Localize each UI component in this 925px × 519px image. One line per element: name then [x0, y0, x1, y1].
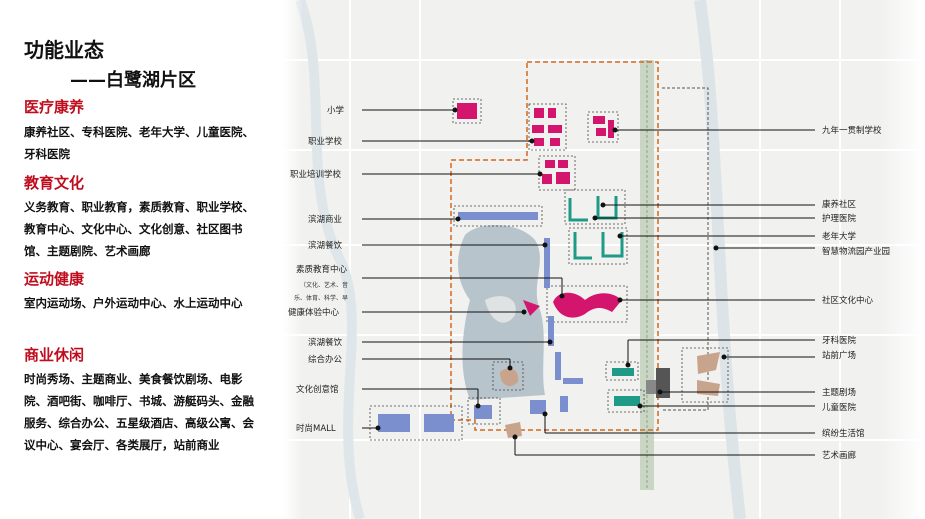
- section-body-healthcare: 康养社区、专科医院、老年大学、儿童医院、牙科医院: [24, 125, 254, 161]
- healthcare-outlines: [564, 189, 645, 413]
- section-heading-sports: 运动健康: [24, 270, 85, 288]
- map-label-nine-year-school: 九年一贯制学校: [822, 125, 882, 136]
- river-channel: [295, 0, 365, 519]
- east-river-channel: [694, 0, 746, 519]
- section-body-sports: 室内运动场、户外运动中心、水上运动中心: [24, 296, 243, 310]
- map-label-lakeside-commerce: 滨湖商业: [308, 214, 342, 225]
- map-label-art-gallery: 艺术画廊: [822, 450, 857, 461]
- section-heading-healthcare: 医疗康养: [24, 98, 85, 116]
- map-label-lakeside-dining-2: 滨湖餐饮: [308, 337, 343, 348]
- map-label-nursing-hospital: 护理医院: [822, 213, 857, 224]
- map-label-office: 综合办公: [308, 354, 343, 365]
- leader-lines-left: [362, 107, 565, 431]
- commerce-buildings: [378, 212, 583, 432]
- map-label-fashion-mall: 时尚MALL: [296, 423, 336, 434]
- section-heading-education: 教育文化: [24, 174, 85, 192]
- map-fade-right: [880, 0, 925, 519]
- map-label-vocational-school: 职业学校: [308, 136, 343, 147]
- map-label-vocational-training: 职业培训学校: [290, 169, 342, 180]
- map-label-elderly-community: 康养社区: [822, 199, 857, 210]
- leader-lines-right: [512, 127, 815, 456]
- section-body-education: 义务教育、职业教育，素质教育、职业学校、教育中心、文化中心、文化创意、社区图书馆…: [24, 200, 254, 258]
- education-outlines: [452, 98, 628, 323]
- map-label-logistics-park: 智慧物流园产业园: [822, 246, 890, 257]
- map-label-lifestyle-hall: 缤纷生活馆: [822, 428, 865, 439]
- map-label-lakeside-dining-1: 滨湖餐饮: [308, 240, 343, 251]
- map-label-primary-school: 小学: [327, 105, 345, 116]
- section-body-commerce: 时尚秀场、主题商业、美食餐饮剧场、电影院、酒吧街、咖啡厅、书城、游艇码头、金融服…: [24, 372, 254, 452]
- map-label-quality-education: 素质教育中心: [296, 264, 348, 275]
- culture-outlines: [492, 347, 729, 403]
- lake-island: [485, 296, 516, 323]
- map-fade-left: [283, 0, 303, 519]
- section-heading-commerce: 商业休闲: [24, 346, 85, 364]
- commerce-outlines: [369, 205, 543, 441]
- map-label-quality-education-note-2: 乐、体育、科学、早: [294, 294, 348, 302]
- healthcare-buildings: [568, 196, 624, 260]
- planning-boundary: [450, 61, 659, 431]
- map-label-health-experience: 健康体验中心: [288, 307, 340, 318]
- map-label-theme-theater: 主题剧场: [822, 387, 856, 398]
- map-label-creative-hall: 文化创意馆: [296, 384, 339, 395]
- map-label-childrens-hospital: 儿童医院: [822, 402, 857, 413]
- map-label-station-plaza: 站前广场: [822, 350, 856, 361]
- map-label-dental-hospital: 牙科医院: [822, 335, 857, 346]
- east-zone-boundary: [662, 87, 709, 411]
- page-title: 功能业态: [24, 38, 104, 62]
- map-label-community-culture: 社区文化中心: [822, 295, 874, 306]
- map-background: [283, 0, 925, 519]
- page-subtitle: ——白鹭湖片区: [70, 70, 196, 91]
- station-annex: [646, 380, 656, 394]
- healthcare-blocks: [612, 368, 640, 406]
- map-label-quality-education-note-1: （文化、艺术、音: [300, 281, 348, 289]
- map-label-senior-university: 老年大学: [822, 231, 857, 242]
- legend-panel: 功能业态 ——白鹭湖片区 医疗康养 康养社区、专科医院、老年大学、儿童医院、牙科…: [0, 0, 280, 519]
- education-buildings: [457, 103, 622, 318]
